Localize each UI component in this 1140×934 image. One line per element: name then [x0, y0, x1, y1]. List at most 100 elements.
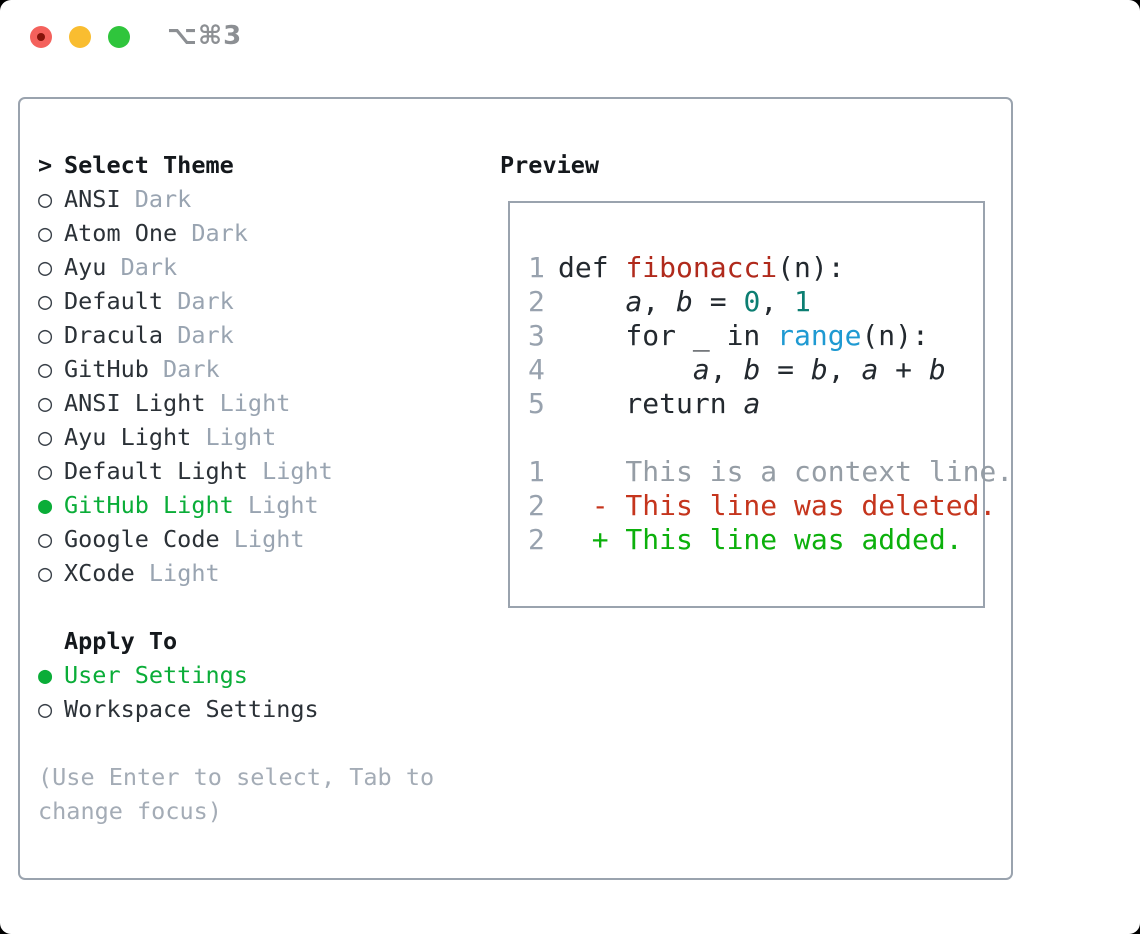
- option-tag: Dark: [106, 253, 178, 281]
- theme-option-ayu[interactable]: ○ Ayu Dark: [38, 250, 468, 284]
- theme-option-atom-one[interactable]: ○Atom One Dark: [38, 216, 468, 250]
- option-tag: Light: [219, 525, 305, 553]
- code-line: 3 for _ in range(n):: [528, 318, 1013, 352]
- option-label: Default: [64, 287, 164, 315]
- radio-unselected-icon: ○: [38, 695, 53, 723]
- theme-option-ansi-light[interactable]: ○ANSI Light Light: [38, 386, 468, 420]
- option-tag: Dark: [120, 185, 192, 213]
- option-label: ANSI Light: [64, 389, 206, 417]
- code-segment: 1: [794, 284, 811, 318]
- option-tag: Light: [191, 423, 277, 451]
- radio-selected-icon: ●: [38, 661, 53, 689]
- line-number: 4: [528, 352, 545, 386]
- diff-text: + This line was added.: [558, 522, 963, 556]
- code-segment: +: [878, 352, 929, 386]
- radio-selected-icon: ●: [38, 491, 53, 519]
- select-theme-header: Select Theme: [64, 151, 234, 179]
- diff-line-context: 1 This is a context line.: [528, 454, 1013, 488]
- code-segment: ,: [827, 352, 862, 386]
- code-line: 4 a, b = b, a + b: [528, 352, 1013, 386]
- code-segment: for _ in: [558, 318, 778, 352]
- apply-to-header: Apply To: [64, 627, 178, 655]
- diff-sample: 1 This is a context line.2 - This line w…: [528, 454, 1013, 556]
- theme-option-dracula[interactable]: ○ Dracula Dark: [38, 318, 468, 352]
- radio-unselected-icon: ○: [38, 321, 53, 349]
- option-label: User Settings: [64, 661, 248, 689]
- theme-option-github-light[interactable]: ●GitHub Light Light: [38, 488, 468, 522]
- code-segment: [558, 353, 693, 386]
- line-number: 1: [528, 250, 545, 284]
- radio-unselected-icon: ○: [38, 355, 53, 383]
- code-segment: a: [743, 386, 761, 420]
- unsaved-dot-icon: [37, 33, 45, 41]
- apply-to-header-row: Apply To: [38, 624, 468, 658]
- option-label: GitHub: [64, 355, 149, 383]
- line-number: 3: [528, 318, 545, 352]
- option-label: Default Light: [64, 457, 248, 485]
- code-segment: =: [692, 284, 744, 318]
- option-label: Ayu: [64, 253, 107, 281]
- diff-text: - This line was deleted.: [558, 488, 997, 522]
- line-number: 2: [528, 488, 545, 522]
- window-title: ⌥⌘3: [167, 21, 243, 51]
- code-segment: (n):: [777, 250, 845, 284]
- code-segment: 0: [743, 284, 761, 318]
- theme-option-ayu-light[interactable]: ○Ayu Light Light: [38, 420, 468, 454]
- close-traffic-light-icon[interactable]: [30, 26, 52, 48]
- help-text: (Use Enter to select, Tab to change focu…: [38, 763, 435, 825]
- radio-unselected-icon: ○: [38, 253, 53, 281]
- radio-unselected-icon: ○: [38, 185, 53, 213]
- code-segment: b: [810, 352, 828, 386]
- code-segment: return: [558, 386, 744, 420]
- theme-option-google-code[interactable]: ○ Google Code Light: [38, 522, 468, 556]
- code-segment: (n):: [861, 318, 929, 352]
- theme-options: ○ANSI Dark○Atom One Dark○Ayu Dark○Defaul…: [38, 182, 468, 590]
- option-tag: Dark: [177, 219, 248, 247]
- apply-option-workspace-settings[interactable]: ○ Workspace Settings: [38, 692, 468, 726]
- option-label: ANSI: [64, 185, 121, 213]
- code-segment: b: [676, 284, 693, 318]
- code-segment: a: [861, 352, 879, 386]
- option-tag: Dark: [163, 287, 234, 315]
- theme-option-default-light[interactable]: ○Default Light Light: [38, 454, 468, 488]
- minimize-traffic-light-icon[interactable]: [69, 26, 91, 48]
- zoom-traffic-light-icon[interactable]: [108, 26, 130, 48]
- radio-unselected-icon: ○: [38, 457, 53, 485]
- code-segment: b: [743, 352, 761, 386]
- apply-option-user-settings[interactable]: ● User Settings: [38, 658, 468, 692]
- option-tag: Light: [205, 389, 291, 417]
- option-tag: Dark: [148, 355, 220, 383]
- option-tag: Light: [134, 559, 220, 587]
- line-number: 1: [528, 454, 545, 488]
- code-segment: a: [625, 284, 643, 318]
- theme-option-default[interactable]: ○Default Dark: [38, 284, 468, 318]
- radio-unselected-icon: ○: [38, 219, 53, 247]
- option-label: Workspace Settings: [64, 695, 319, 723]
- diff-line-deleted: 2 - This line was deleted.: [528, 488, 1013, 522]
- diff-line-added: 2 + This line was added.: [528, 522, 1013, 556]
- code-line: 2 a, b = 0, 1: [528, 284, 1013, 318]
- code-segment: ,: [642, 284, 677, 318]
- radio-unselected-icon: ○: [38, 525, 53, 553]
- code-segment: =: [760, 352, 811, 386]
- diff-text: This is a context line.: [558, 454, 1014, 488]
- option-label: Dracula: [64, 321, 164, 349]
- code-segment: fibonacci: [625, 250, 778, 284]
- theme-option-ansi[interactable]: ○ ANSI Dark: [38, 182, 468, 216]
- theme-option-github[interactable]: ○ GitHub Dark: [38, 352, 468, 386]
- theme-option-xcode[interactable]: ○XCode Light: [38, 556, 468, 590]
- option-tag: Dark: [163, 321, 234, 349]
- apply-to-options: ● User Settings ○ Workspace Settings: [38, 658, 468, 726]
- code-segment: def: [558, 250, 626, 284]
- theme-picker-panel: > Select Theme ○ANSI Dark○Atom One Dark○…: [18, 97, 1013, 880]
- option-tag: Light: [233, 491, 319, 519]
- radio-unselected-icon: ○: [38, 559, 53, 587]
- code-segment: range: [777, 318, 862, 352]
- option-label: Google Code: [64, 525, 220, 553]
- theme-list: > Select Theme ○ANSI Dark○Atom One Dark○…: [38, 148, 468, 828]
